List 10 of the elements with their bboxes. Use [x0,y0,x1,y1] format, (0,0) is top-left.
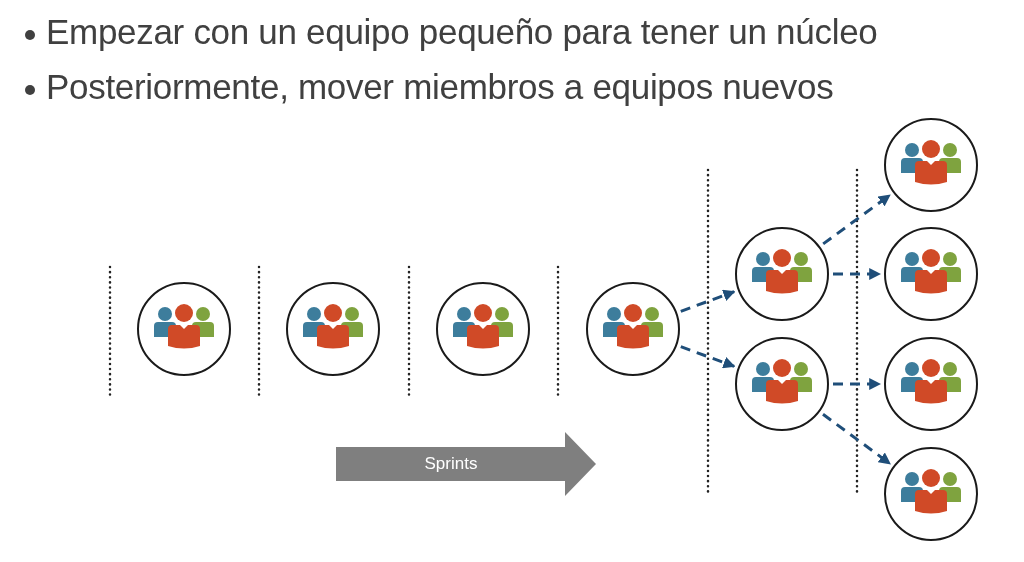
bullet-text: Empezar con un equipo pequeño para tener un núcleo [46,12,878,52]
dashed-arrow [833,268,882,280]
bullet-text: Posteriormente, mover miembros a equipos nuevos [46,67,834,107]
block-arrow [336,432,596,496]
dashed-arrow [822,413,891,465]
dashed-arrow [680,289,736,313]
dashed-arrow [822,193,891,246]
dashed-arrow [833,378,882,390]
dashed-arrow [680,345,736,369]
arrow-label: Sprints [423,453,479,475]
